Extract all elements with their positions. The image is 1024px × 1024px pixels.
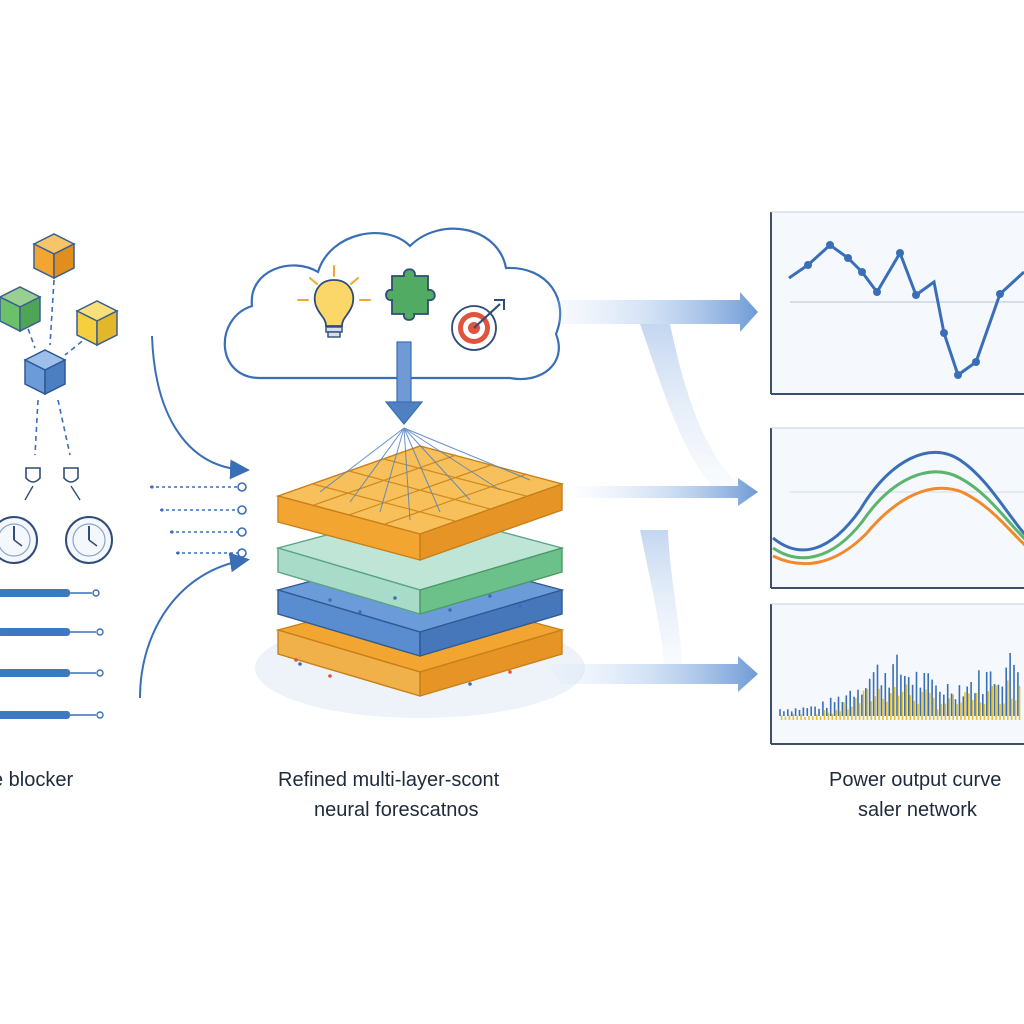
input-bars (0, 589, 104, 719)
caption-right-line2: saler network (858, 799, 977, 821)
neural-layer-stack (255, 427, 585, 718)
input-sources (0, 233, 119, 719)
target-icon (451, 299, 505, 351)
cloud-down-arrow (384, 341, 424, 425)
input-arrows (139, 335, 250, 699)
lightbulb-icon (297, 265, 371, 338)
idea-cloud (223, 227, 562, 425)
cube-orange-icon (32, 233, 76, 280)
chart-panel-1 (770, 211, 1024, 395)
spike-series (779, 653, 1021, 720)
caption-middle-line1: Refined multi-layer-scont (278, 769, 500, 791)
chart-panel-3 (770, 603, 1024, 745)
puzzle-icon (385, 268, 436, 321)
caption-right-line1: Power output curve (829, 769, 1002, 791)
cube-blue-icon (23, 349, 67, 396)
cube-green-icon (0, 286, 42, 333)
chart-panel-2 (770, 427, 1024, 589)
caption-left: e blocker (0, 769, 74, 791)
cube-yellow-icon (75, 300, 119, 347)
output-arrows (548, 292, 758, 692)
caption-middle-line2: neural forescatnos (314, 799, 479, 821)
gauge-icon (65, 516, 113, 564)
gauge-icon (0, 516, 38, 564)
